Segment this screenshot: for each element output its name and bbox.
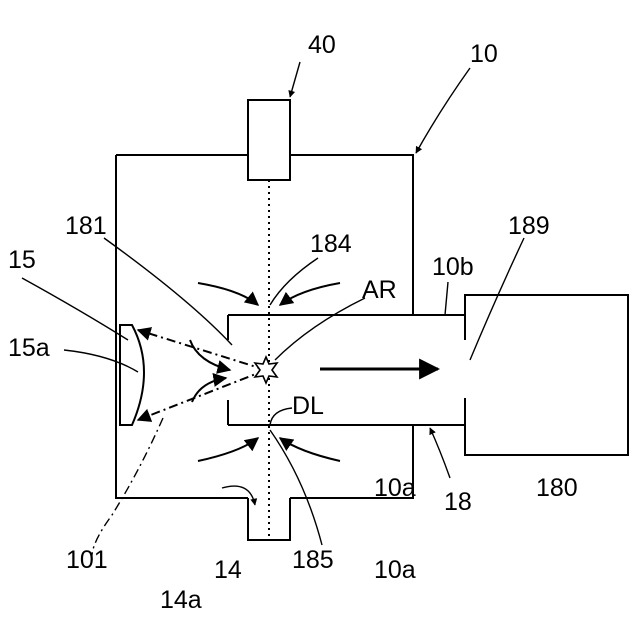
chamber-10-outline xyxy=(116,155,413,498)
label-10a-bottom: 10a xyxy=(374,556,416,584)
airflow-port-arrow xyxy=(222,486,255,505)
airflow-bottom-left xyxy=(198,438,258,461)
label-10: 10 xyxy=(470,40,498,68)
leader-15a xyxy=(64,350,138,372)
leader-10 xyxy=(416,68,470,153)
label-185: 185 xyxy=(292,546,334,574)
label-ar: AR xyxy=(362,276,397,304)
analysis-region-ar-star xyxy=(255,357,277,383)
label-189: 189 xyxy=(508,212,550,240)
airflow-mid-upper xyxy=(190,340,230,370)
label-dl: DL xyxy=(292,392,324,420)
label-40: 40 xyxy=(308,31,336,59)
label-14: 14 xyxy=(214,556,242,584)
airflow-top-right xyxy=(280,283,340,305)
leader-181 xyxy=(104,238,232,345)
airflow-top-left xyxy=(198,283,258,305)
airflow-mid-lower xyxy=(192,378,226,402)
label-180: 180 xyxy=(536,474,578,502)
leader-184 xyxy=(270,258,318,305)
leader-15 xyxy=(22,278,128,340)
leader-40 xyxy=(290,62,300,97)
leader-189 xyxy=(470,238,524,360)
airflow-bottom-right xyxy=(280,438,340,461)
leader-10b xyxy=(445,282,448,315)
ray-lower xyxy=(138,370,266,420)
optical-axis-101 xyxy=(92,418,163,560)
sensor-40 xyxy=(248,100,290,180)
unit-180-box xyxy=(465,295,628,455)
label-15a: 15a xyxy=(8,334,50,362)
label-181: 181 xyxy=(65,212,107,240)
label-18: 18 xyxy=(444,488,472,516)
label-101: 101 xyxy=(66,546,108,574)
label-10b: 10b xyxy=(432,253,474,281)
label-184: 184 xyxy=(310,230,352,258)
label-15: 15 xyxy=(8,246,36,274)
mirror-15 xyxy=(120,325,144,425)
leader-18 xyxy=(430,428,450,478)
label-14a: 14a xyxy=(160,586,202,614)
label-10a: 10a xyxy=(374,474,416,502)
leader-ar xyxy=(275,298,365,360)
leader-dl xyxy=(270,408,292,425)
ray-upper xyxy=(138,330,266,370)
